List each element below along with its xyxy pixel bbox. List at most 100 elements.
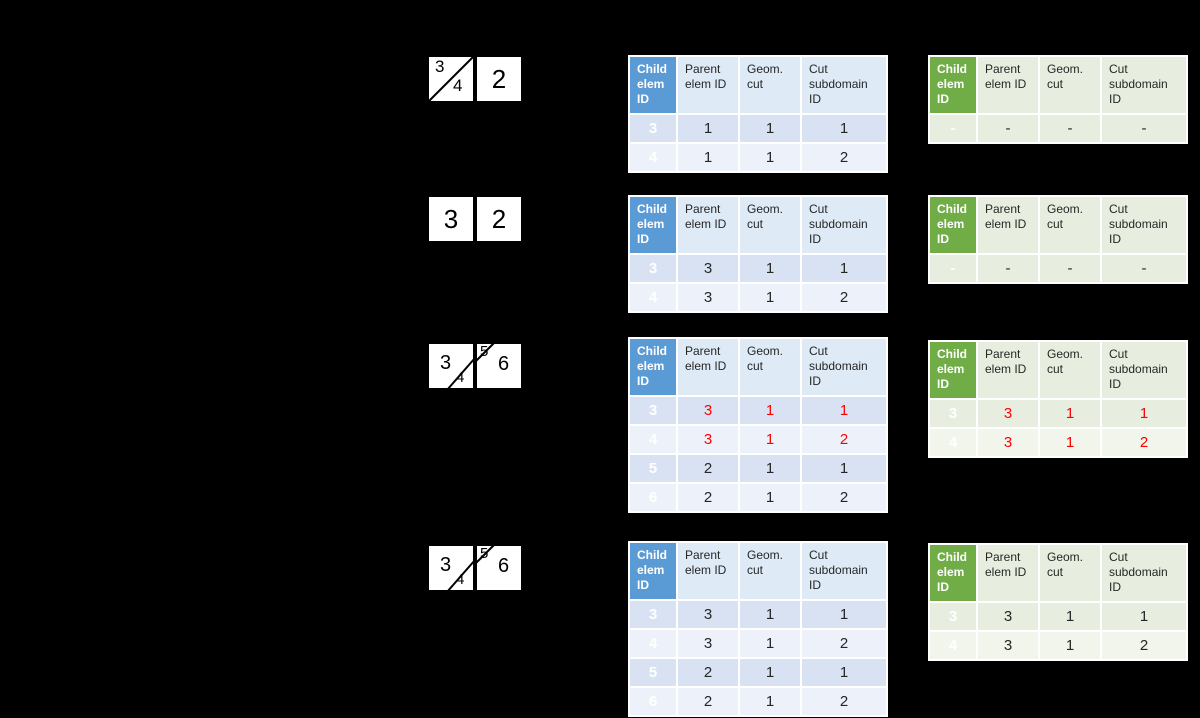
table-cell: 2: [800, 482, 888, 513]
table-cell: 1: [738, 453, 802, 484]
column-header: Geom. cut: [1038, 55, 1102, 115]
cut-line: [473, 339, 498, 364]
table-cell: -: [928, 113, 978, 144]
element-label: 2: [491, 204, 507, 234]
table-cell: 3: [976, 630, 1040, 661]
column-header: Geom. cut: [738, 541, 802, 601]
table-cell: -: [1100, 113, 1188, 144]
table-cell: -: [976, 253, 1040, 284]
element-square-right-1: 2: [477, 57, 521, 101]
child-element-label: 3: [440, 352, 452, 374]
child-element-label: 4: [456, 369, 465, 386]
table-cell: 1: [800, 453, 888, 484]
table-cell: 4: [628, 282, 678, 313]
table-cell: 3: [676, 395, 740, 426]
element-square-left-1: 3 4: [426, 54, 476, 104]
column-header: Child elem ID: [628, 55, 678, 115]
table-cell: 2: [800, 142, 888, 173]
table-cell: 2: [800, 424, 888, 455]
element-square-left-2: 3: [429, 197, 473, 241]
column-header: Child elem ID: [928, 543, 978, 603]
table-cell: 5: [628, 657, 678, 688]
column-header: Cut subdomain ID: [1100, 195, 1188, 255]
column-header: Child elem ID: [928, 195, 978, 255]
cut-line: [446, 559, 476, 593]
column-header: Cut subdomain ID: [1100, 340, 1188, 400]
table-cell: 2: [676, 657, 740, 688]
table-cell: 1: [738, 395, 802, 426]
column-header: Parent elem ID: [676, 541, 740, 601]
column-header: Cut subdomain ID: [1100, 543, 1188, 603]
table-cell: 2: [800, 686, 888, 717]
table-cell: 1: [1038, 398, 1102, 429]
table-cell: 2: [676, 453, 740, 484]
column-header: Geom. cut: [738, 55, 802, 115]
child-element-label: 4: [456, 571, 465, 588]
child-element-label: 5: [480, 545, 489, 562]
table-cell: 1: [738, 482, 802, 513]
table-cell: 1: [800, 395, 888, 426]
column-header: Child elem ID: [928, 55, 978, 115]
table-cell: 3: [976, 601, 1040, 632]
table-cell: 2: [1100, 630, 1188, 661]
table-cell: 1: [1038, 630, 1102, 661]
column-header: Child elem ID: [628, 337, 678, 397]
column-header: Parent elem ID: [676, 195, 740, 255]
table-cell: 3: [628, 253, 678, 284]
column-header: Parent elem ID: [676, 337, 740, 397]
table-cell: -: [1038, 113, 1102, 144]
column-header: Child elem ID: [928, 340, 978, 400]
column-header: Cut subdomain ID: [800, 195, 888, 255]
table-cell: 3: [676, 599, 740, 630]
column-header: Child elem ID: [628, 195, 678, 255]
table-cell: 1: [800, 113, 888, 144]
table-cell: 1: [676, 142, 740, 173]
table-cell: 3: [628, 113, 678, 144]
table-row: ----: [928, 253, 1188, 284]
table-cell: 6: [628, 482, 678, 513]
table-cell: 1: [738, 628, 802, 659]
child-element-label: 4: [453, 76, 463, 95]
table-cell: 3: [676, 282, 740, 313]
element-square-right-3: 5 6: [473, 339, 521, 388]
table-cell: 4: [928, 630, 978, 661]
table-cell: 1: [1038, 427, 1102, 458]
child-element-label: 5: [480, 343, 489, 360]
table-cell: 2: [676, 686, 740, 717]
table-cell: 4: [628, 628, 678, 659]
table-cell: 3: [628, 395, 678, 426]
table-cell: 3: [676, 424, 740, 455]
table-cell: 1: [800, 253, 888, 284]
table-cell: 5: [628, 453, 678, 484]
table-cell: 1: [738, 657, 802, 688]
table-cell: 1: [738, 253, 802, 284]
table-cell: 1: [738, 113, 802, 144]
child-element-label: 3: [435, 57, 445, 76]
column-header: Geom. cut: [1038, 543, 1102, 603]
table-cell: 2: [800, 628, 888, 659]
cut-line: [426, 54, 476, 104]
child-element-label: 6: [498, 353, 510, 375]
child-element-label: 6: [498, 555, 510, 577]
column-header: Cut subdomain ID: [1100, 55, 1188, 115]
element-square-right-4: 5 6: [473, 541, 521, 590]
table-cell: 1: [738, 142, 802, 173]
table-cell: 1: [738, 599, 802, 630]
table-cell: 4: [628, 142, 678, 173]
table-cell: 6: [628, 686, 678, 717]
table-cell: 1: [800, 657, 888, 688]
